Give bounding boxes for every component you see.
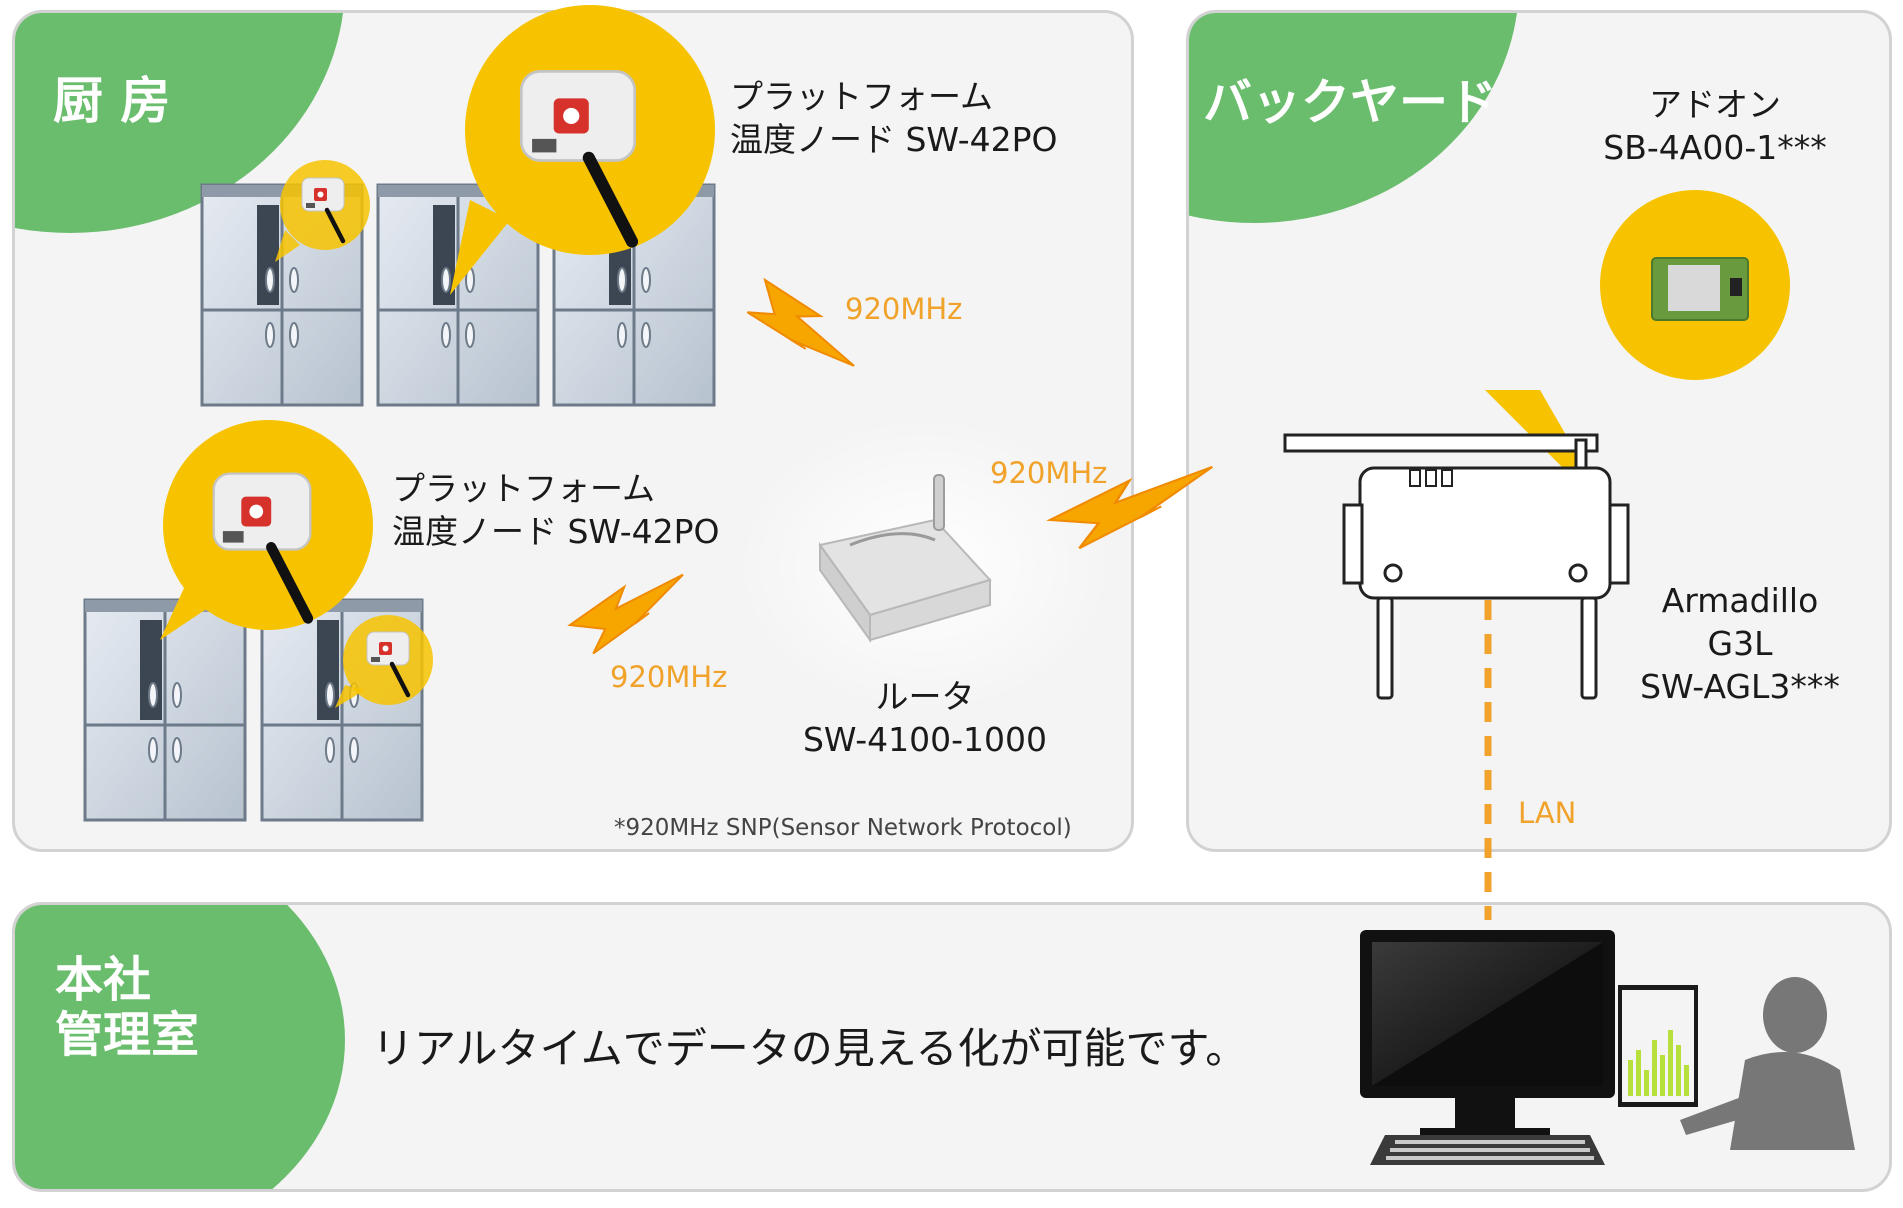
sensor-bubble-top [450,5,715,295]
signal-bolt-left [563,573,695,658]
gateway-label-line1: Armadillo [1661,581,1819,620]
gateway-device [1283,433,1630,700]
headoffice-title-bg [15,905,345,1189]
backyard-title: バックヤード [1203,74,1498,131]
freq-label-top: 920MHz [845,292,963,326]
freq-label-link: 920MHz [990,456,1108,490]
router-device [735,415,1115,715]
addon-label: アドオン SB-4A00-1*** [1580,84,1850,170]
headoffice-title: 本社 管理室 [55,952,200,1064]
sensor-node-top-line1: プラットフォーム [730,77,994,116]
router-label-line1: ルータ [875,677,975,716]
sensor-node-label-bottom: プラットフォーム 温度ノード SW-42PO [392,468,720,554]
monitor-icon [1360,930,1615,1165]
addon-label-line1: アドオン [1649,85,1781,124]
small-sensor-top [275,160,370,262]
lan-label: LAN [1518,796,1577,830]
router-label-line2: SW-4100-1000 [802,719,1048,759]
gateway-label-line3: SW-AGL3*** [1640,666,1840,706]
freq-label-bottom: 920MHz [610,660,728,694]
addon-label-line2: SB-4A00-1*** [1603,127,1827,167]
sensor-node-top-line2: 温度ノード SW-42PO [730,119,1058,159]
kitchen-title: 厨 房 [53,72,171,130]
person-icon [1680,977,1855,1150]
headoffice-title-line2: 管理室 [55,1007,200,1064]
sensor-node-bottom-line2: 温度ノード SW-42PO [392,511,720,551]
headoffice-message: リアルタイムでデータの見える化が可能です。 [372,1024,1248,1073]
headoffice-title-line1: 本社 [55,952,152,1008]
gateway-label-line2: G3L [1707,623,1773,663]
gateway-label: Armadillo G3L SW-AGL3*** [1620,580,1860,709]
signal-bolt-top [736,263,856,400]
sensor-node-label-top: プラットフォーム 温度ノード SW-42PO [730,76,1058,162]
router-label: ルータ SW-4100-1000 [790,676,1060,762]
protocol-footnote: *920MHz SNP(Sensor Network Protocol) [614,815,1072,841]
second-monitor-icon [1618,985,1698,1107]
sensor-node-bottom-line1: プラットフォーム [392,469,656,508]
sensor-bubble-bottom [160,420,373,640]
small-sensor-bottom [335,615,433,708]
